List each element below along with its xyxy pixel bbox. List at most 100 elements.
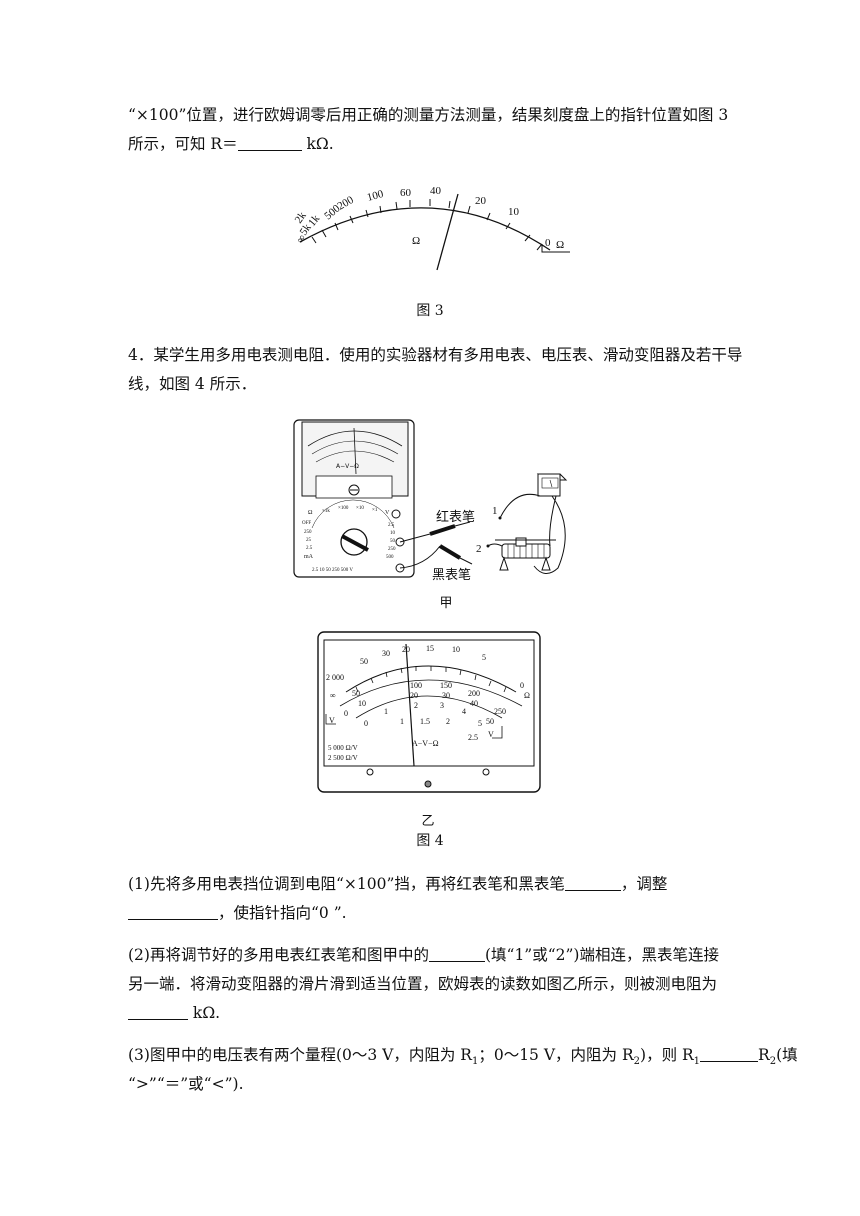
fig4b-mid-1: 1 — [384, 707, 388, 716]
sub1-text-c: ，使指针指向“0 ”. — [218, 904, 347, 922]
fig4b-v250-150: 150 — [440, 681, 452, 690]
black-probe-label: 黑表笔 — [432, 568, 472, 583]
fig4b-right-unit: V — [488, 730, 494, 739]
sub2-line1: (2)再将调节好的多用电表红表笔和图甲中的 (填“1”或“2”)端相连，黑表笔连接 — [128, 944, 719, 966]
fig4b-v50-10: 10 — [358, 699, 366, 708]
fig3-tick-10: 10 — [508, 206, 520, 218]
sub1-text-a: (1)先将多用电表挡位调到电阻“×100”挡，再将红表笔和黑表笔 — [128, 875, 565, 893]
answer-blank-3[interactable] — [700, 1045, 759, 1062]
sub1-line1: (1)先将多用电表挡位调到电阻“×100”挡，再将红表笔和黑表笔 ，调整 — [128, 873, 667, 895]
fig4b-ohm-inf: ∞ — [330, 691, 336, 700]
sub2-line2: 另一端．将滑动变阻器的滑片滑到适当位置，欧姆表的读数如图乙所示，则被测电阻为 — [128, 975, 718, 993]
answer-blank-2b[interactable] — [128, 1003, 188, 1020]
fig4b-ohm-5: 5 — [482, 653, 486, 662]
q3-line2-unit: kΩ. — [301, 135, 334, 153]
fig4b-sens2: 2 500 Ω/V — [328, 754, 358, 762]
answer-blank-1a[interactable] — [564, 874, 621, 891]
fig4b-ohm-unit: Ω — [524, 691, 530, 700]
fig4b-needle — [405, 643, 415, 767]
fig3-scale-omega: Ω — [556, 239, 564, 251]
fig3-caption: 图 3 — [416, 303, 444, 319]
fig4b-ohm-10: 10 — [452, 645, 460, 654]
fig3-tick-60: 60 — [400, 187, 412, 199]
fig4b-ohm-15: 15 — [426, 644, 434, 653]
fig4b-v2-5-1-5: 1.5 — [420, 717, 430, 726]
sub3-sub-c: 1 — [693, 1056, 701, 1068]
fig3-tick-2k: 2k — [293, 209, 309, 225]
sub1-line2: ，使指针指向“0 ”. — [128, 902, 347, 924]
sub3-text-c: )，则 R — [640, 1046, 694, 1064]
fig4-caption: 图 4 — [416, 833, 444, 849]
fig4b-ohm-50: 50 — [360, 657, 368, 666]
fig4a-switch-x1: ×1 — [372, 508, 378, 513]
fig4a-switch-x1k: ×1k — [322, 509, 330, 514]
sub3-sub-d: 2 — [769, 1056, 777, 1068]
fig4-jia-apparatus: A−V−Ω Ω ×1k ×100 ×10 ×1 V OFF 250 25 2.5… — [293, 419, 568, 578]
fig4a-switch-2-5: 2.5 — [306, 546, 313, 551]
fig4b-mid-4: 4 — [462, 707, 466, 716]
fig3-ohm-scale: ∞ 5k 2k 1k 500 200 100 60 40 20 10 0 Ω Ω — [293, 185, 570, 271]
fig4b-v2-5-2: 2 — [446, 717, 450, 726]
fig3-needle — [436, 193, 459, 271]
q4-line1: 4．某学生用多用电表测电阻．使用的实验器材有多用电表、电压表、滑动变阻器及若干导 — [128, 346, 743, 364]
red-probe-label: 红表笔 — [436, 510, 476, 525]
fig4b-dial-label: A−V−Ω — [412, 739, 439, 748]
fig4b-v250-100: 100 — [410, 681, 422, 690]
q3-line2: 所示，可知 R＝ kΩ. — [128, 133, 334, 155]
fig4-yi-meter-face: 2 000 ∞ 50 30 20 15 10 5 0 Ω 50 100 150 … — [317, 631, 541, 793]
fig4b-v2-5-0: 0 — [364, 719, 368, 728]
sub3-sub-a: 1 — [471, 1056, 479, 1068]
sub2-line3: kΩ. — [128, 1002, 220, 1024]
fig4b-v50-40: 40 — [470, 699, 478, 708]
fig4a-switch-250: 250 — [304, 530, 312, 535]
q3-line1: “×100”位置，进行欧姆调零后用正确的测量方法测量，结果刻度盘上的指针位置如图… — [128, 106, 729, 124]
fig4a-switch-v2-5: 2.5 — [388, 523, 395, 528]
q3-line2-text: 所示，可知 R＝ — [128, 135, 238, 153]
fig3-tick-100: 100 — [366, 188, 386, 204]
fig4b-ohm-2000: 2 000 — [326, 673, 344, 682]
fig4a-bottom-ticks: 2.5 10 50 250 500 V — [312, 568, 353, 573]
fig4b-sens1: 5 000 Ω/V — [328, 744, 358, 752]
fig4b-v50-20: 20 — [410, 691, 418, 700]
fig4b-mid-5: 5 — [478, 719, 482, 728]
fig4b-ohm-0: 0 — [520, 681, 524, 690]
fig4a-dial-label: A−V−Ω — [336, 463, 359, 470]
fig4b-v250-50: 50 — [352, 689, 360, 698]
fig4a-switch-off: OFF — [302, 521, 311, 526]
answer-blank-r[interactable] — [237, 134, 302, 151]
sub3-sub-b: 2 — [633, 1056, 641, 1068]
fig4b-ohm-30: 30 — [382, 649, 390, 658]
sub1-text-b: ，调整 — [620, 875, 668, 893]
answer-blank-1b[interactable] — [128, 903, 218, 920]
fig4a-switch-v250: 250 — [388, 547, 396, 552]
fig4b-left-unit: V — [329, 716, 335, 725]
sub3-text-d: R — [758, 1046, 770, 1064]
sub2-text-a: (2)再将调节好的多用电表红表笔和图甲中的 — [128, 946, 429, 964]
fig4b-v50-50: 50 — [486, 717, 494, 726]
fig4a-switch-ma: mA — [304, 554, 314, 560]
fig4a-switch-omega: Ω — [308, 510, 313, 516]
fig4a-terminal-1: 1 — [492, 505, 498, 517]
fig4a-switch-x100: ×100 — [338, 506, 349, 511]
fig4b-mid-3: 3 — [440, 701, 444, 710]
fig4a-switch-v: V — [385, 510, 390, 516]
fig3-tick-40: 40 — [430, 185, 442, 197]
sub3-text-a: (3)图甲中的电压表有两个量程(0～3 V，内阻为 R — [128, 1046, 472, 1064]
fig4b-mid-2: 2 — [414, 701, 418, 710]
fig4b-v50-30: 30 — [442, 691, 450, 700]
sub3-line2: “>”“＝”或“<”). — [128, 1075, 244, 1093]
fig4b-v2-5-2-5: 2.5 — [468, 733, 478, 742]
sub2-text-b: (填“1”或“2”)端相连，黑表笔连接 — [484, 946, 719, 964]
fig4b-v2-5-1: 1 — [400, 717, 404, 726]
q4-line2: 线，如图 4 所示． — [128, 375, 257, 393]
sub2-text-c: kΩ. — [188, 1004, 221, 1022]
answer-blank-2a[interactable] — [428, 945, 485, 962]
sub3-text-b: ；0～15 V，内阻为 R — [478, 1046, 634, 1064]
fig4b-zero-screw — [424, 780, 432, 788]
fig4a-switch-x10: ×10 — [356, 506, 364, 511]
fig4a-switch-v10: 10 — [390, 531, 396, 536]
fig4b-v-0: 0 — [344, 709, 348, 718]
fig4a-switch-v50: 50 — [390, 539, 396, 544]
fig4b-v250-250: 250 — [494, 707, 506, 716]
fig4-yi-caption: 乙 — [421, 814, 435, 829]
